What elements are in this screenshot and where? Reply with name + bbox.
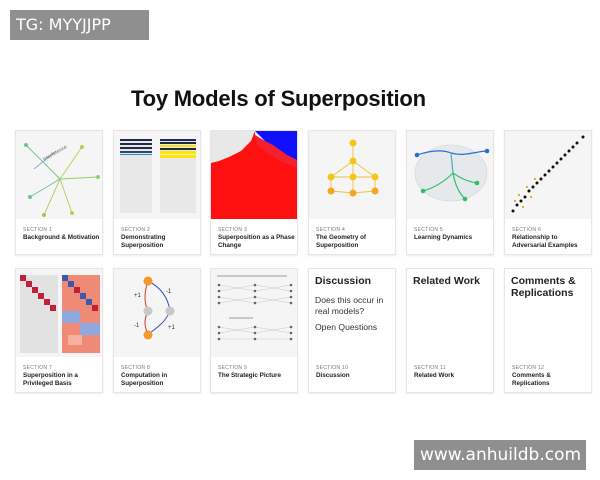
- section-number: SECTION 2: [121, 227, 151, 233]
- related-work-preview: Related Work: [407, 269, 493, 357]
- weight-label: -1: [134, 323, 140, 329]
- section-number: SECTION 8: [121, 365, 151, 371]
- section-card-12[interactable]: Comments & Replications SECTION 12 Comme…: [504, 268, 592, 393]
- related-work-heading: Related Work: [413, 275, 480, 287]
- section-number: SECTION 5: [414, 227, 444, 233]
- section-card-4[interactable]: SECTION 4 The Geometry of Superposition: [308, 130, 396, 255]
- weight-label: -1: [166, 289, 172, 295]
- section-title: Comments & Replications: [512, 372, 551, 387]
- section-card-1[interactable]: Interference SECTION 1 Background & Moti…: [15, 130, 103, 255]
- section-number: SECTION 11: [414, 365, 446, 371]
- section-card-7[interactable]: SECTION 7 Superposition in a Privileged …: [15, 268, 103, 393]
- weight-label: +1: [168, 325, 176, 331]
- section-card-8[interactable]: +1 -1 +1 -1 SECTION 8 Computation in Sup…: [113, 268, 201, 393]
- section-card-10[interactable]: Discussion Does this occur in real model…: [308, 268, 396, 393]
- section-card-9[interactable]: SECTION 9 The Strategic Picture: [210, 268, 298, 393]
- weight-matrix-figure: [114, 131, 200, 219]
- learning-trajectories-figure: [407, 131, 493, 219]
- scatter-plot-figure: [505, 131, 591, 219]
- section-number: SECTION 3: [218, 227, 248, 233]
- section-card-11[interactable]: Related Work SECTION 11 Related Work: [406, 268, 494, 393]
- section-title: The Strategic Picture: [218, 372, 281, 379]
- section-card-6[interactable]: SECTION 6 Relationship to Adversarial Ex…: [504, 130, 592, 255]
- section-title: Demonstrating Superposition: [121, 234, 166, 249]
- section-title: Related Work: [414, 372, 455, 379]
- section-title: Background & Motivation: [23, 234, 100, 241]
- section-title: The Geometry of Superposition: [316, 234, 367, 249]
- discussion-preview: Discussion Does this occur in real model…: [309, 269, 395, 357]
- privileged-basis-matrix-figure: [16, 269, 102, 357]
- section-title: Superposition as a Phase Change: [218, 234, 295, 249]
- discussion-line: Open Questions: [315, 322, 378, 332]
- discussion-line: Does this occur in real models?: [315, 295, 384, 316]
- section-number: SECTION 1: [23, 227, 53, 233]
- telegram-watermark: TG: MYYJJPP: [10, 10, 149, 40]
- section-card-5[interactable]: SECTION 5 Learning Dynamics: [406, 130, 494, 255]
- section-number: SECTION 6: [512, 227, 542, 233]
- section-number: SECTION 7: [23, 365, 53, 371]
- section-card-3[interactable]: SECTION 3 Superposition as a Phase Chang…: [210, 130, 298, 255]
- computation-graph-figure: +1 -1 +1 -1: [114, 269, 200, 357]
- strategy-network-figure: [211, 269, 297, 357]
- section-number: SECTION 9: [218, 365, 248, 371]
- section-card-2[interactable]: SECTION 2 Demonstrating Superposition: [113, 130, 201, 255]
- section-number: SECTION 4: [316, 227, 346, 233]
- comments-heading: Comments & Replications: [511, 275, 576, 299]
- section-title: Learning Dynamics: [414, 234, 473, 241]
- feature-vectors-figure: Interference: [16, 131, 102, 219]
- website-watermark: www.anhuildb.com: [414, 440, 586, 470]
- section-title: Computation in Superposition: [121, 372, 168, 387]
- page-title: Toy Models of Superposition: [131, 86, 426, 111]
- section-title: Relationship to Adversarial Examples: [512, 234, 578, 249]
- comments-preview: Comments & Replications: [505, 269, 591, 357]
- discussion-heading: Discussion: [315, 275, 372, 287]
- section-number: SECTION 10: [316, 365, 349, 371]
- section-number: SECTION 12: [512, 365, 545, 371]
- section-title: Discussion: [316, 372, 350, 379]
- section-title: Superposition in a Privileged Basis: [23, 372, 78, 387]
- geometry-graph-figure: [309, 131, 395, 219]
- weight-label: +1: [134, 293, 142, 299]
- phase-diagram-figure: [211, 131, 297, 219]
